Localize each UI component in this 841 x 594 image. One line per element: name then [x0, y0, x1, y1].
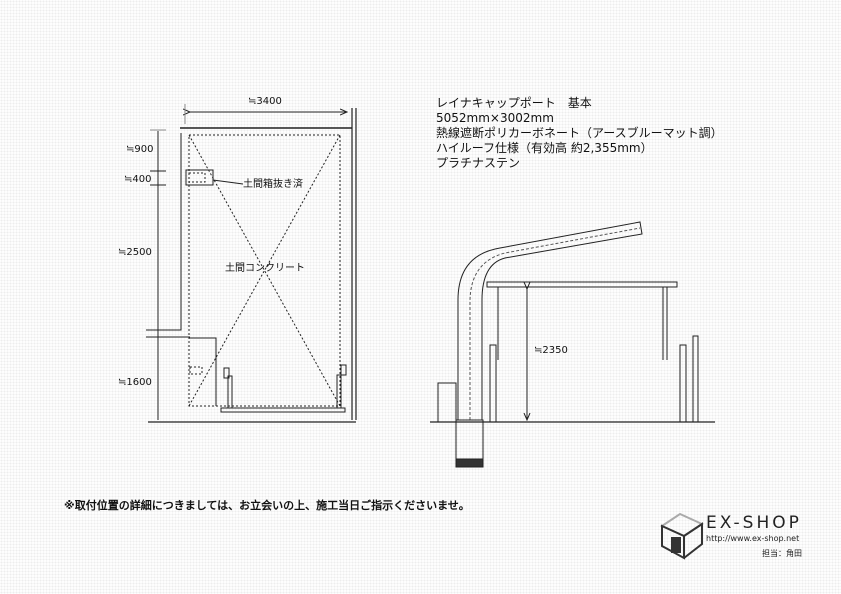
small-cutout [189, 366, 203, 375]
dim-1600: ≒1600 [118, 377, 152, 388]
dim-2500: ≒2500 [118, 247, 152, 258]
logo-brand: EX-SHOP [706, 513, 802, 533]
spec-line-color: プラチナステン [436, 156, 521, 170]
side-box [437, 382, 457, 423]
post [679, 344, 687, 423]
staff-label: 担当：角田 [762, 549, 802, 558]
spec-line-size: 5052mm×3002mm [436, 111, 554, 125]
house-wall [146, 133, 182, 331]
height-dimension-label: ≒2350 [534, 345, 568, 356]
roof-beam [486, 281, 678, 288]
width-dimension-label: ≒3400 [248, 96, 282, 107]
foundation-hatch [455, 458, 484, 468]
spec-line-product: レイナキャップポート 基本 [436, 96, 592, 110]
installation-note: ※取付位置の詳細につきましては、お立会いの上、施工当日ご指示くださいませ。 [64, 499, 470, 512]
carport-outline [188, 134, 341, 407]
spec-line-height: ハイルーフ仕様（有効高 約2,355mm） [436, 141, 653, 155]
roof-centerline [469, 227, 641, 420]
concrete-label: 土間コンクリート [225, 261, 305, 274]
step-outline [189, 337, 217, 406]
post [336, 374, 342, 409]
cube-logo-icon [659, 512, 705, 560]
ex-shop-logo: EX-SHOP http://www.ex-shop.net 担当：角田 [658, 508, 838, 568]
post [692, 335, 699, 423]
spec-line-roof: 熱線遮断ポリカーボネート（アースブルーマット調） [436, 126, 723, 140]
spec-block: レイナキャップポート 基本 5052mm×3002mm 熱線遮断ポリカーボネート… [436, 96, 723, 171]
post [227, 375, 233, 409]
logo-url: http://www.ex-shop.net [706, 534, 800, 543]
roof-post-curve [457, 221, 643, 420]
side-elevation: ≒2350 [430, 221, 715, 468]
box-cutout [185, 169, 214, 186]
plan-view: ≒3400 土間箱抜き済 土間コンクリート ≒900 ≒400 ≒2500 ≒1… [118, 96, 357, 423]
post [223, 367, 230, 379]
box-cutout-inner [188, 172, 206, 183]
box-cutout-label: 土間箱抜き済 [243, 177, 303, 190]
post [340, 364, 347, 376]
post [489, 344, 497, 423]
dim-900: ≒900 [126, 144, 153, 155]
post-base [220, 407, 346, 413]
dim-400: ≒400 [124, 174, 151, 185]
leader-line [212, 179, 244, 185]
